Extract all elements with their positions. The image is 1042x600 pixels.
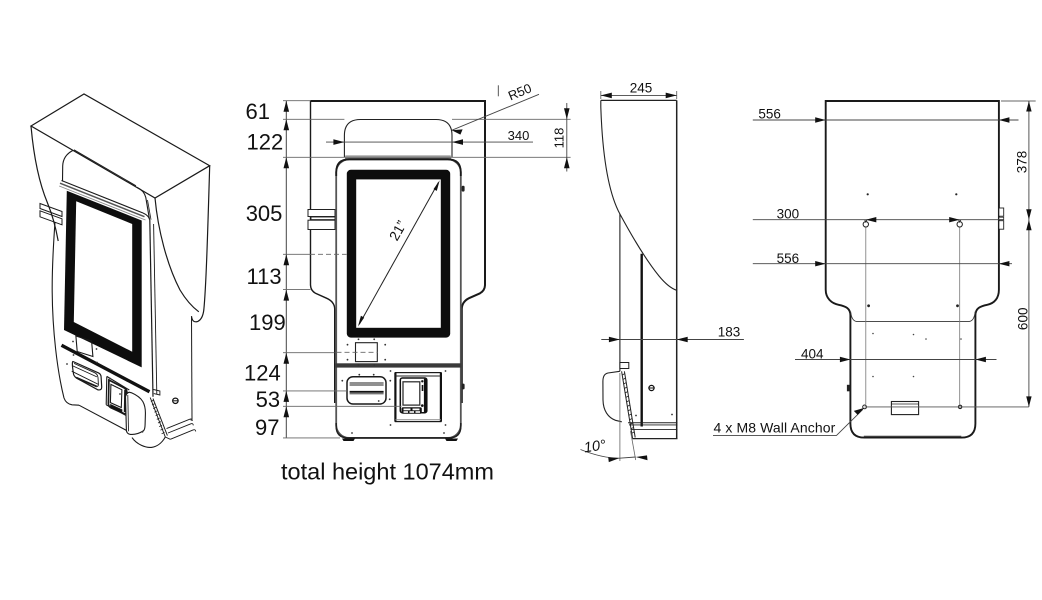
svg-text:600: 600 <box>1015 308 1030 331</box>
svg-text:340: 340 <box>508 128 530 143</box>
svg-text:300: 300 <box>777 207 800 222</box>
svg-text:61: 61 <box>246 99 270 124</box>
svg-text:556: 556 <box>777 251 800 266</box>
svg-text:124: 124 <box>244 361 281 386</box>
svg-text:10°: 10° <box>583 437 607 456</box>
svg-text:183: 183 <box>718 325 741 340</box>
svg-text:total height 1074mm: total height 1074mm <box>281 459 494 485</box>
svg-text:4 x M8 Wall Anchor: 4 x M8 Wall Anchor <box>714 419 836 435</box>
svg-text:404: 404 <box>801 346 824 361</box>
svg-text:97: 97 <box>255 415 279 440</box>
svg-text:199: 199 <box>249 310 286 335</box>
svg-text:245: 245 <box>630 81 653 96</box>
svg-text:113: 113 <box>247 264 282 289</box>
svg-text:305: 305 <box>246 201 283 226</box>
svg-text:122: 122 <box>247 130 284 155</box>
svg-text:53: 53 <box>256 387 280 412</box>
svg-text:378: 378 <box>1015 151 1030 174</box>
svg-text:118: 118 <box>552 128 567 149</box>
svg-text:556: 556 <box>758 106 781 121</box>
